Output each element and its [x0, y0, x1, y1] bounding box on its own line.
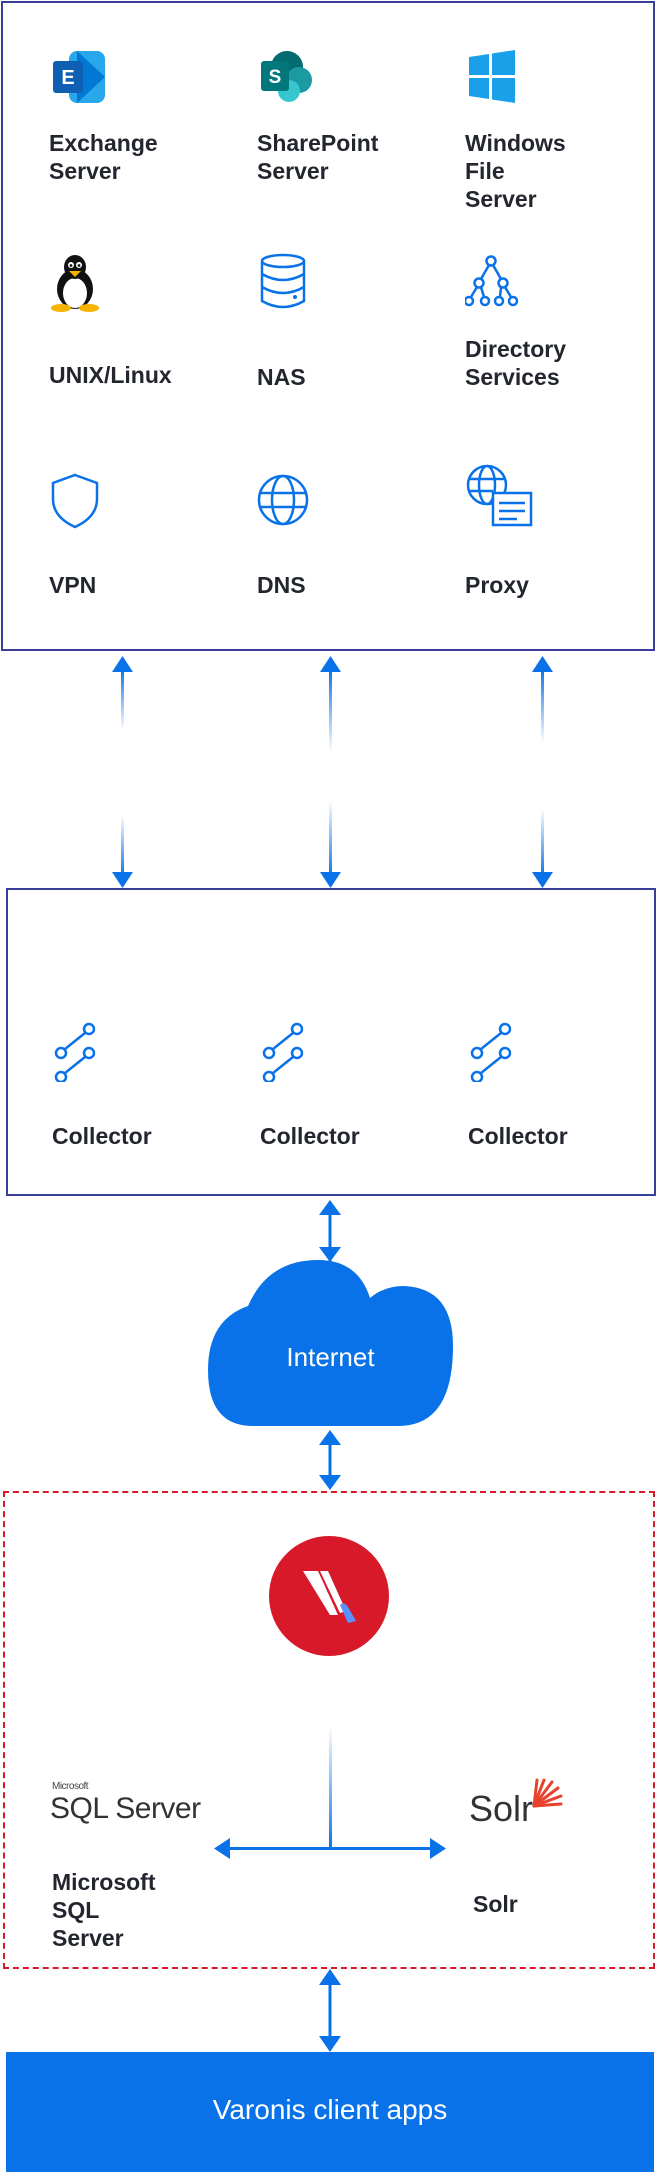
source-label: UNIX/Linux: [49, 362, 172, 388]
sql-server-logo: Microsoft SQL Server: [50, 1781, 201, 1826]
svg-text:S: S: [269, 67, 282, 88]
varonis-platform-panel: [3, 1491, 655, 1969]
collectors-panel: Collector Collector Collector: [6, 888, 656, 1196]
source-label: Exchange Server: [49, 130, 158, 184]
solr-logo: Solr: [469, 1788, 533, 1830]
collector-label: Collector: [260, 1123, 360, 1149]
source-label: NAS: [257, 364, 306, 390]
globe-server-icon: [466, 464, 533, 527]
varonis-logo-icon: [269, 1536, 389, 1656]
sources-to-collectors-arrows: [112, 656, 553, 888]
solr-logo-text: Solr: [469, 1788, 534, 1829]
source-label: VPN: [49, 572, 97, 598]
collector-label: Collector: [52, 1123, 152, 1149]
globe-icon: [257, 474, 309, 526]
sharepoint-icon: S: [261, 51, 312, 102]
client-apps-label: Varonis client apps: [212, 2094, 448, 2125]
varonis-client-apps-bar: Varonis client apps: [6, 2052, 654, 2172]
sql-logo-small-text: Microsoft: [52, 1781, 89, 1792]
svg-text:E: E: [61, 67, 74, 89]
collector-icon: [262, 1022, 304, 1082]
data-sources-panel: E Exchange Server S SharePoint Server Wi…: [1, 1, 655, 651]
solr-sun-icon: [532, 1778, 563, 1808]
source-label: SharePoint Server: [257, 130, 379, 184]
source-label: DNS: [257, 572, 306, 598]
solr-label: Solr: [473, 1891, 518, 1917]
windows-icon: [469, 50, 515, 103]
source-label: Windows File Server: [465, 130, 566, 212]
varonis-to-client-apps-arrow: [319, 1969, 341, 2052]
collector-icon: [54, 1022, 96, 1082]
internet-to-varonis-arrow: [319, 1430, 341, 1490]
directory-tree-icon: [465, 255, 519, 307]
sql-logo-text: SQL Server: [50, 1792, 201, 1825]
sql-server-label: Microsoft SQL Server: [52, 1869, 156, 1951]
collector-label: Collector: [468, 1123, 568, 1149]
shield-icon: [51, 473, 99, 529]
linux-penguin-icon: [51, 255, 99, 312]
internet-cloud-icon: [208, 1260, 453, 1426]
exchange-icon: E: [53, 51, 105, 103]
source-label: Directory Services: [465, 336, 566, 390]
collectors-to-internet-arrow: [319, 1200, 341, 1262]
source-label: Proxy: [465, 572, 529, 598]
internet-label: Internet: [286, 1342, 375, 1372]
collector-icon: [470, 1022, 512, 1082]
database-icon: [260, 253, 306, 309]
